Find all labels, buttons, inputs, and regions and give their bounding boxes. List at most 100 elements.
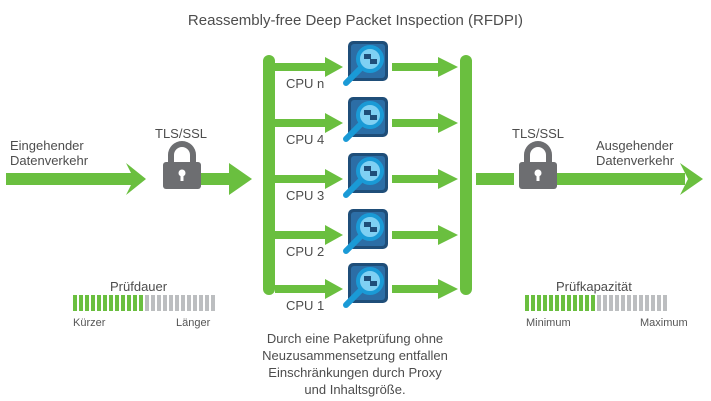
scale-segment-filled	[591, 295, 595, 311]
scale-segment-filled	[79, 295, 83, 311]
duration-scale	[73, 295, 215, 311]
lock-icon-right	[519, 141, 557, 189]
caption: Durch eine Paketprüfung ohne Neuzusammen…	[230, 330, 480, 398]
cpu-label: CPU 3	[286, 188, 325, 203]
cpu-arrow-in	[275, 285, 327, 293]
scale-segment-empty	[663, 295, 667, 311]
incoming-arrow-icon	[6, 163, 252, 195]
scale-segment-filled	[73, 295, 77, 311]
scale-segment-filled	[555, 295, 559, 311]
cpu-arrow-in	[275, 231, 327, 239]
scale-segment-filled	[133, 295, 137, 311]
tls-label-right: TLS/SSL	[512, 126, 565, 141]
scale-segment-filled	[121, 295, 125, 311]
caption-line-3: Einschränkungen durch Proxy	[268, 365, 442, 380]
cpu-row	[275, 41, 458, 86]
magnifier-icon	[343, 263, 388, 308]
arrow-icon	[325, 169, 343, 189]
scale-segment-empty	[205, 295, 209, 311]
scale-segment-filled	[109, 295, 113, 311]
scale-segment-empty	[157, 295, 161, 311]
right-bus	[460, 55, 472, 295]
scale-segment-filled	[567, 295, 571, 311]
scale-segment-filled	[561, 295, 565, 311]
cpu-arrow-in	[275, 175, 327, 183]
capacity-label: Prüfkapazität	[556, 279, 632, 294]
scale-segment-empty	[657, 295, 661, 311]
duration-label: Prüfdauer	[110, 279, 168, 294]
caption-line-2: Neuzusammensetzung entfallen	[262, 348, 448, 363]
caption-line-1: Durch eine Paketprüfung ohne	[266, 331, 444, 346]
scale-segment-empty	[145, 295, 149, 311]
cpu-label: CPU n	[286, 76, 325, 91]
magnifier-icon	[343, 153, 388, 198]
caption-line-4: und Inhaltsgröße.	[304, 382, 406, 397]
capacity-min-label: Minimum	[526, 317, 571, 329]
outgoing-label-line2: Datenverkehr	[596, 153, 675, 168]
scale-segment-filled	[103, 295, 107, 311]
scale-segment-filled	[139, 295, 143, 311]
scale-segment-filled	[585, 295, 589, 311]
cpu-label: CPU 4	[286, 132, 325, 147]
arrow-icon	[325, 225, 343, 245]
scale-segment-empty	[175, 295, 179, 311]
incoming-label-line1: Eingehender	[10, 138, 84, 153]
arrow-icon	[438, 113, 458, 133]
cpu-label: CPU 2	[286, 244, 325, 259]
scale-segment-filled	[85, 295, 89, 311]
magnifier-icon	[343, 97, 388, 142]
scale-segment-filled	[91, 295, 95, 311]
cpu-arrow-out	[392, 285, 440, 293]
cpu-arrow-out	[392, 63, 440, 71]
scale-segment-empty	[193, 295, 197, 311]
cpu-row	[275, 97, 458, 142]
scale-segment-empty	[627, 295, 631, 311]
cpu-arrow-out	[392, 231, 440, 239]
scale-segment-empty	[151, 295, 155, 311]
scale-segment-filled	[579, 295, 583, 311]
cpu-label: CPU 1	[286, 298, 325, 313]
arrow-icon	[325, 113, 343, 133]
duration-min-label: Kürzer	[73, 317, 106, 329]
cpu-arrow-out	[392, 119, 440, 127]
scale-segment-filled	[115, 295, 119, 311]
cpu-row	[275, 153, 458, 198]
arrow-icon	[438, 225, 458, 245]
magnifier-icon	[343, 209, 388, 254]
capacity-scale	[525, 295, 667, 311]
cpu-row	[275, 263, 458, 308]
outgoing-label-line1: Ausgehender	[596, 138, 674, 153]
scale-segment-empty	[645, 295, 649, 311]
scale-segment-empty	[639, 295, 643, 311]
scale-segment-empty	[597, 295, 601, 311]
cpu-arrow-in	[275, 63, 327, 71]
scale-segment-filled	[531, 295, 535, 311]
scale-segment-empty	[621, 295, 625, 311]
arrow-icon	[438, 57, 458, 77]
magnifier-icon	[343, 41, 388, 86]
arrow-icon	[438, 279, 458, 299]
scale-segment-empty	[211, 295, 215, 311]
scale-segment-empty	[187, 295, 191, 311]
scale-segment-filled	[543, 295, 547, 311]
scale-segment-empty	[181, 295, 185, 311]
scale-segment-empty	[609, 295, 613, 311]
scale-segment-empty	[169, 295, 173, 311]
left-bus	[263, 55, 275, 295]
scale-segment-empty	[163, 295, 167, 311]
tls-label-left: TLS/SSL	[155, 126, 208, 141]
diagram-title: Reassembly-free Deep Packet Inspection (…	[187, 12, 524, 29]
arrow-icon	[438, 169, 458, 189]
scale-segment-empty	[615, 295, 619, 311]
duration-max-label: Länger	[176, 317, 211, 329]
lock-icon-left	[163, 141, 201, 189]
scale-segment-filled	[537, 295, 541, 311]
incoming-label-line2: Datenverkehr	[10, 153, 89, 168]
scale-segment-filled	[525, 295, 529, 311]
cpu-row	[275, 209, 458, 254]
scale-segment-empty	[651, 295, 655, 311]
arrow-icon	[325, 279, 343, 299]
capacity-max-label: Maximum	[640, 317, 688, 329]
